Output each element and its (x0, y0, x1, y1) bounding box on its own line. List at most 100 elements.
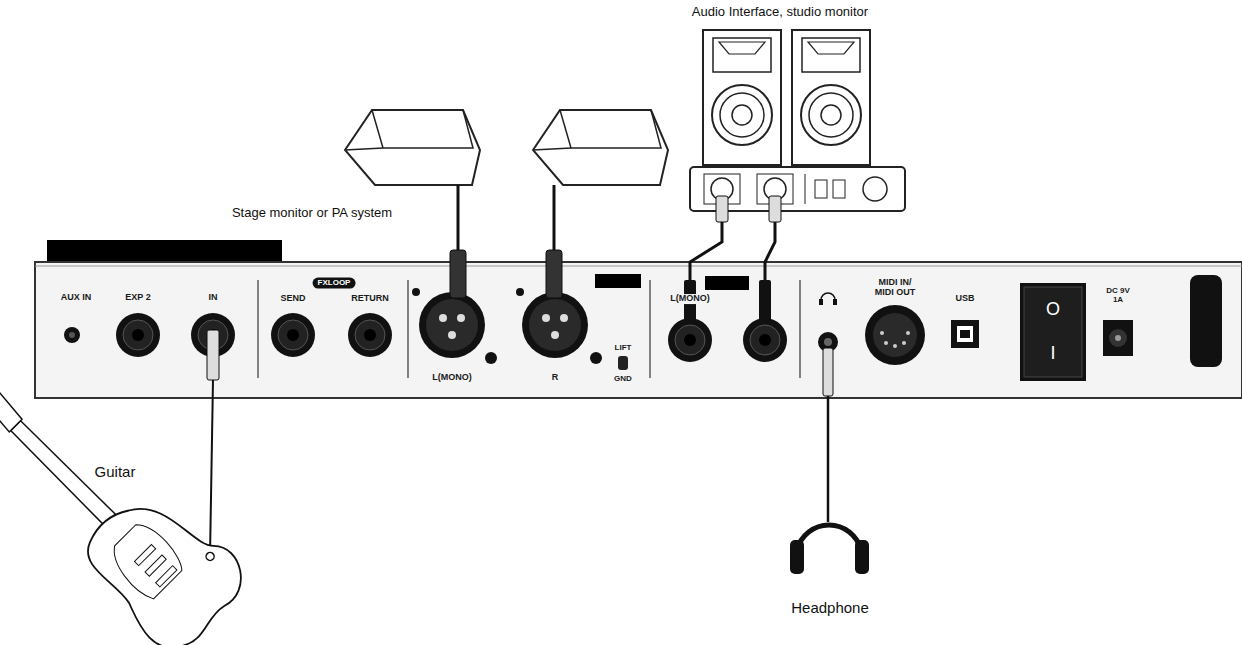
aux-jack (64, 327, 80, 343)
headphone (827, 512, 830, 522)
guitar (145, 555, 166, 576)
switch-label: GND (613, 375, 633, 384)
trs-cable (769, 196, 781, 222)
audio-interface (815, 180, 827, 198)
section-label: FXLOOP (313, 278, 356, 289)
headphone-cable (827, 396, 830, 512)
audio-interface (863, 177, 887, 201)
trs-cable (759, 280, 771, 322)
usb-port (951, 320, 979, 348)
aux-jack (69, 332, 75, 338)
guitar-cable (207, 330, 219, 556)
xlr-cable (450, 185, 562, 298)
rear-panel (35, 262, 1242, 398)
headphone (790, 512, 869, 574)
stage-monitor (533, 110, 668, 185)
headphone-icon (821, 293, 835, 300)
black-bar (595, 274, 641, 288)
aux-jack (64, 327, 80, 343)
midi-jack (893, 344, 897, 348)
xlr-cable (553, 185, 556, 250)
trs-cable (765, 222, 775, 280)
dc-jack (1109, 329, 1127, 347)
dc-jack (1103, 320, 1133, 356)
device-caption: Headphone (790, 600, 870, 617)
xlr-latch (516, 288, 524, 296)
xlr-jack (419, 292, 485, 358)
exp-jack (116, 313, 160, 357)
ground-switch (618, 356, 628, 370)
headphone-icon (819, 299, 823, 305)
rear-panel (257, 280, 258, 378)
stage-monitor (345, 110, 480, 185)
xlr-jack (522, 292, 588, 358)
power-switch (1020, 283, 1086, 381)
xlr-latch (485, 352, 497, 364)
port-label: SEND (279, 294, 306, 304)
headphone-icon (833, 299, 837, 305)
port-label: IN (208, 293, 219, 303)
headphone-cable (823, 348, 833, 396)
audio-interface (805, 174, 806, 204)
port-label: R (551, 373, 560, 383)
output-jack (668, 318, 712, 362)
headphone-cable (823, 348, 833, 512)
studio-monitor (792, 30, 870, 165)
xlr-latch (590, 352, 602, 364)
port-label: USB (954, 294, 975, 304)
headphone (790, 540, 804, 574)
midi-jack (884, 341, 888, 345)
switch-label: LIFT (614, 344, 633, 353)
guitar-cable (210, 380, 213, 556)
guitar (0, 390, 24, 432)
black-bar (705, 276, 749, 290)
midi-jack (865, 305, 925, 365)
device-caption: Audio Interface, studio monitor (691, 5, 869, 19)
midi-jack (873, 313, 917, 357)
guitar-cable (207, 330, 219, 380)
rear-panel (799, 280, 800, 378)
usb-port (957, 326, 973, 342)
midi-jack (865, 305, 925, 365)
rear-panel (649, 280, 650, 378)
trs-cable (690, 222, 722, 280)
guitar (104, 518, 189, 603)
power-switch (1024, 287, 1082, 377)
guitar (134, 544, 155, 565)
port-label: L(MONO) (669, 294, 711, 304)
dc-jack (1103, 320, 1133, 356)
studio-monitor (703, 30, 781, 165)
headphone-jack (824, 338, 832, 346)
audio-interface (833, 180, 845, 198)
return-jack (348, 313, 392, 357)
power-switch (1020, 283, 1086, 381)
headphone-icon (819, 293, 837, 305)
switch-mark: O (1045, 300, 1061, 320)
send-jack (271, 313, 315, 357)
device-caption: Stage monitor or PA system (231, 206, 393, 220)
port-label: EXP 2 (124, 293, 151, 303)
rear-panel (35, 266, 1242, 267)
xlr-latch (412, 288, 420, 296)
guitar (156, 566, 177, 587)
power-label: DC 9V 1A (1102, 287, 1134, 305)
output-jack (743, 318, 787, 362)
port-label: L(MONO) (431, 373, 473, 383)
guitar (69, 474, 256, 645)
guitar (0, 355, 257, 645)
usb-port (951, 320, 979, 348)
rear-panel (407, 280, 408, 378)
xlr-cable (546, 250, 562, 298)
usb-port (960, 330, 970, 338)
trs-cable (716, 196, 728, 222)
port-label: AUX IN (60, 293, 93, 303)
switch-mark: I (1049, 344, 1056, 364)
device-caption: Guitar (94, 464, 137, 481)
headphone (797, 525, 861, 550)
rear-panel (35, 262, 1242, 398)
port-label: RETURN (350, 294, 390, 304)
dc-jack (1115, 335, 1121, 341)
